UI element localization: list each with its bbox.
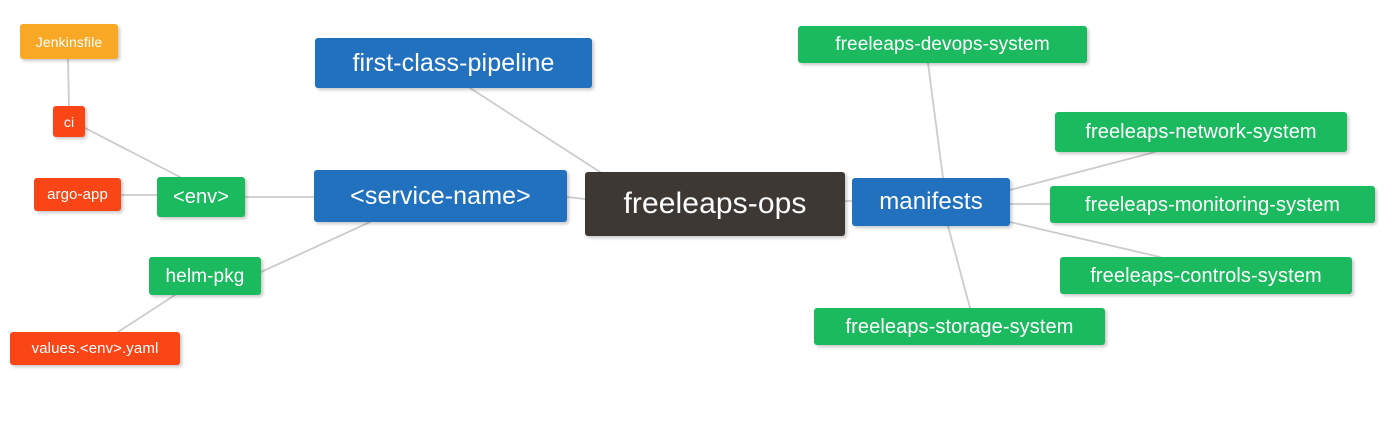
mindmap-node-argo-app[interactable]: argo-app xyxy=(34,178,121,211)
mindmap-node-freeleaps-monitoring-system[interactable]: freeleaps-monitoring-system xyxy=(1050,186,1375,223)
edge-manifests-to-freeleaps-network-system xyxy=(1009,151,1156,191)
edge-helm-pkg-to-values-env-yaml xyxy=(117,294,176,333)
mindmap-node-jenkinsfile[interactable]: Jenkinsfile xyxy=(20,24,118,59)
edge-manifests-to-freeleaps-controls-system xyxy=(1009,221,1161,258)
edge-manifests-to-freeleaps-devops-system xyxy=(927,62,944,179)
edge-env-to-ci xyxy=(84,127,181,178)
mindmap-node-values-env-yaml[interactable]: values.<env>.yaml xyxy=(10,332,180,365)
mindmap-node-freeleaps-devops-system[interactable]: freeleaps-devops-system xyxy=(798,26,1087,63)
mindmap-node-service-name[interactable]: <service-name> xyxy=(314,170,567,222)
mindmap-node-freeleaps-controls-system[interactable]: freeleaps-controls-system xyxy=(1060,257,1352,294)
mindmap-node-freeleaps-ops[interactable]: freeleaps-ops xyxy=(585,172,845,236)
edge-service-name-to-helm-pkg xyxy=(260,221,371,273)
edge-manifests-to-freeleaps-storage-system xyxy=(947,225,971,309)
edge-freeleaps-ops-to-service-name xyxy=(566,196,586,200)
edge-ci-to-jenkinsfile xyxy=(67,58,70,107)
mindmap-node-first-class-pipeline[interactable]: first-class-pipeline xyxy=(315,38,592,88)
mindmap-node-freeleaps-network-system[interactable]: freeleaps-network-system xyxy=(1055,112,1347,152)
mindmap-node-env[interactable]: <env> xyxy=(157,177,245,217)
mindmap-node-freeleaps-storage-system[interactable]: freeleaps-storage-system xyxy=(814,308,1105,345)
edge-freeleaps-ops-to-first-class-pipeline xyxy=(469,87,601,173)
mindmap-node-ci[interactable]: ci xyxy=(53,106,85,137)
mindmap-node-manifests[interactable]: manifests xyxy=(852,178,1010,226)
mindmap-node-helm-pkg[interactable]: helm-pkg xyxy=(149,257,261,295)
